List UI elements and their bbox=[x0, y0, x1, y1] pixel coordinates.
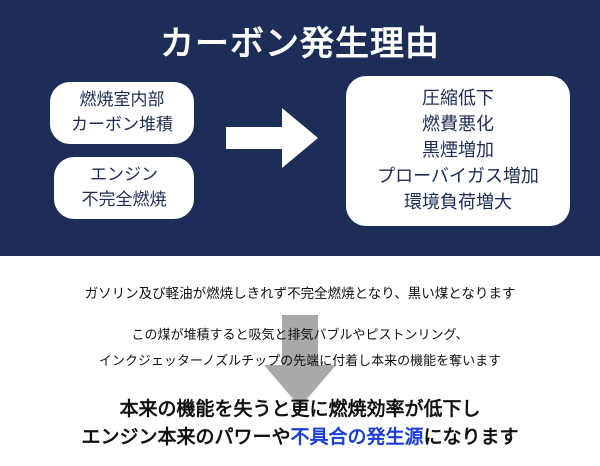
explanation-line-1: ガソリン及び軽油が燃焼しきれず不完全燃焼となり、黒い煤となります bbox=[84, 286, 516, 302]
cause-box-carbon-line1: 燃焼室内部 bbox=[79, 90, 165, 110]
effect-item: 圧縮低下 bbox=[422, 88, 494, 109]
effect-item: 黒煙増加 bbox=[422, 140, 494, 161]
explanation-line-2: この煤が堆積すると吸気と排気バブルやピストンリング、 bbox=[131, 328, 469, 343]
diagram-title: カーボン発生理由 bbox=[160, 24, 440, 64]
cause-box-combustion: エンジン 不完全燃焼 bbox=[54, 157, 194, 219]
effect-item: プローバイガス増加 bbox=[377, 166, 539, 187]
effect-item: 燃費悪化 bbox=[422, 114, 494, 135]
cause-box-combustion-line2: 不完全燃焼 bbox=[81, 190, 167, 210]
cause-box-carbon: 燃焼室内部 カーボン堆積 bbox=[50, 82, 194, 144]
cause-box-carbon-line2: カーボン堆積 bbox=[71, 115, 173, 135]
cause-box-combustion-line1: エンジン bbox=[90, 165, 158, 185]
effects-box: 圧縮低下 燃費悪化 黒煙増加 プローバイガス増加 環境負荷増大 bbox=[346, 76, 570, 226]
effect-item: 環境負荷増大 bbox=[404, 192, 512, 213]
arrow-down-icon bbox=[264, 315, 336, 407]
conclusion-line-2-suffix: になります bbox=[423, 426, 519, 448]
header-panel: カーボン発生理由 燃焼室内部 カーボン堆積 エンジン 不完全燃焼 圧縮低下 燃費… bbox=[0, 0, 600, 256]
explanation-line-3: インクジェッターノズルチップの先端に付着し本来の機能を奪います bbox=[98, 354, 502, 369]
conclusion-line-2: エンジン本来のパワーや不具合の発生源になります bbox=[0, 422, 600, 449]
arrow-right-icon bbox=[226, 108, 318, 168]
conclusion-line-1: 本来の機能を失うと更に燃焼効率が低下し bbox=[119, 398, 481, 420]
conclusion-highlight: 不具合の発生源 bbox=[290, 426, 424, 448]
conclusion-line-2-prefix: エンジン本来のパワーや bbox=[81, 426, 291, 448]
